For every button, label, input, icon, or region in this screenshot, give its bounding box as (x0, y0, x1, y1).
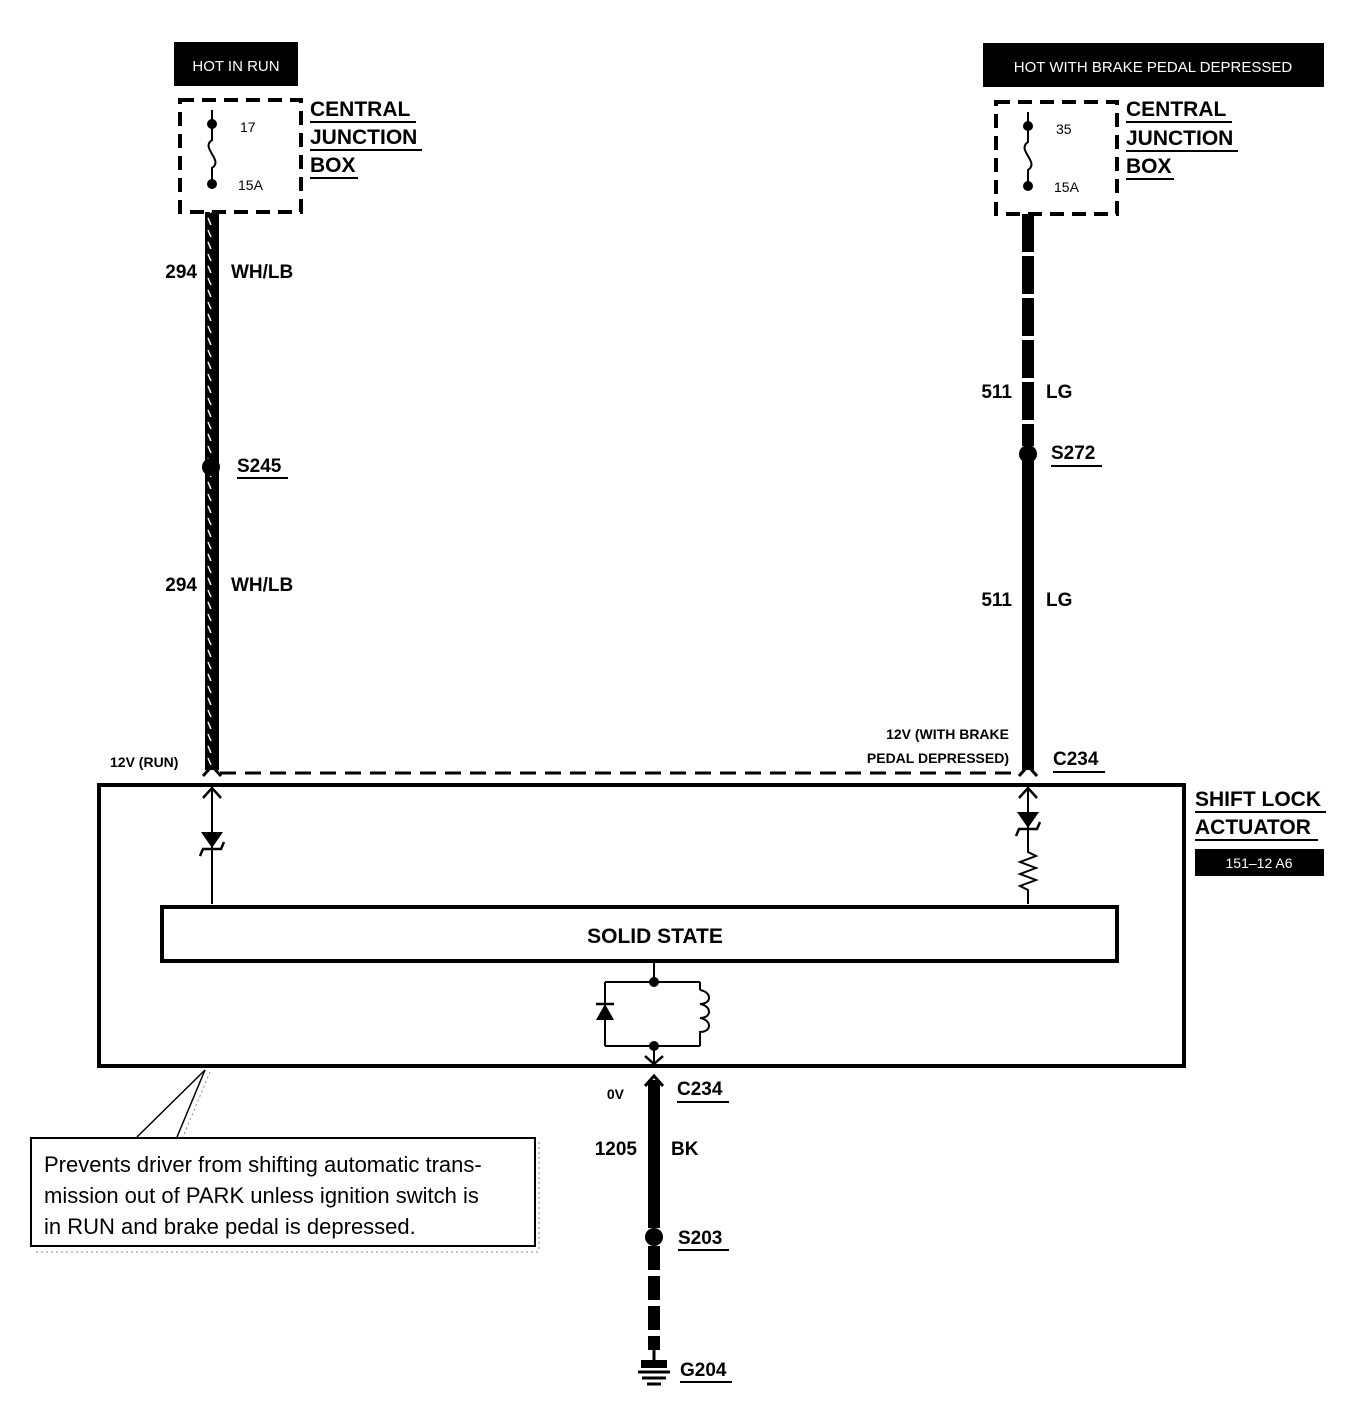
svg-text:BOX: BOX (1126, 155, 1172, 178)
note-text: Prevents driver from shifting automatic … (44, 1152, 482, 1239)
svg-text:294: 294 (165, 575, 197, 596)
svg-text:12V (WITH BRAKE: 12V (WITH BRAKE (886, 726, 1009, 742)
svg-text:0V: 0V (607, 1086, 625, 1102)
svg-text:JUNCTION: JUNCTION (1126, 127, 1233, 150)
left-power-tag: HOT IN RUN (174, 42, 298, 86)
svg-text:WH/LB: WH/LB (231, 575, 293, 596)
right-wire (1017, 214, 1039, 778)
svg-text:S272: S272 (1051, 443, 1095, 464)
svg-text:1205: 1205 (595, 1139, 638, 1160)
left-zener-diode-icon (198, 786, 226, 904)
actuator-ref-tag: 151–12 A6 (1195, 849, 1324, 876)
diode-icon (596, 1004, 614, 1020)
left-wire (201, 212, 223, 778)
svg-text:CENTRAL: CENTRAL (1126, 98, 1226, 121)
svg-text:15A: 15A (1054, 179, 1080, 195)
right-zener-diode-icon (1014, 786, 1042, 846)
left-fuse-box: 17 15A (178, 98, 303, 214)
svg-text:35: 35 (1056, 121, 1072, 137)
splice-dot (645, 1228, 663, 1246)
resistor-icon (1017, 846, 1039, 904)
svg-text:G204: G204 (680, 1360, 727, 1381)
svg-text:CENTRAL: CENTRAL (310, 98, 410, 121)
svg-text:HOT WITH BRAKE PEDAL DEPRESSED: HOT WITH BRAKE PEDAL DEPRESSED (1014, 59, 1293, 76)
description-note: Prevents driver from shifting automatic … (30, 1137, 536, 1247)
svg-text:SHIFT LOCK: SHIFT LOCK (1195, 788, 1321, 811)
svg-text:C234: C234 (677, 1079, 723, 1100)
fuse-icon (207, 124, 217, 184)
diode-coil-network (596, 961, 710, 1066)
svg-text:511: 511 (981, 590, 1012, 611)
right-power-tag: HOT WITH BRAKE PEDAL DEPRESSED (983, 43, 1324, 87)
svg-text:LG: LG (1046, 590, 1072, 611)
left-junction-box-label: CENTRAL JUNCTION BOX (310, 98, 422, 179)
svg-text:S245: S245 (237, 456, 282, 477)
actuator-box (97, 783, 1186, 1068)
svg-text:WH/LB: WH/LB (231, 262, 293, 283)
ground-wire (643, 1073, 665, 1362)
right-fuse-box: 35 15A (994, 100, 1119, 216)
connector-pin-icon (1017, 763, 1039, 778)
svg-text:ACTUATOR: ACTUATOR (1195, 816, 1311, 839)
splice-dot (202, 458, 220, 476)
svg-text:PEDAL DEPRESSED): PEDAL DEPRESSED) (867, 750, 1009, 766)
svg-text:S203: S203 (678, 1228, 722, 1249)
svg-text:15A: 15A (238, 177, 264, 193)
svg-text:12V (RUN): 12V (RUN) (110, 754, 178, 770)
svg-text:JUNCTION: JUNCTION (310, 126, 417, 149)
svg-text:17: 17 (240, 119, 256, 135)
svg-text:151–12 A6: 151–12 A6 (1226, 855, 1293, 871)
ground-symbol-icon (638, 1360, 670, 1386)
actuator-label: SHIFT LOCK ACTUATOR (1195, 788, 1326, 841)
solid-state-label: SOLID STATE (587, 925, 723, 948)
svg-text:BOX: BOX (310, 154, 356, 177)
svg-text:511: 511 (981, 382, 1012, 403)
svg-text:LG: LG (1046, 382, 1072, 403)
connector-pin-icon (201, 763, 223, 778)
svg-text:294: 294 (165, 262, 197, 283)
note-callout-pointer (36, 1069, 540, 1253)
fuse-icon (1023, 126, 1033, 186)
right-junction-box-label: CENTRAL JUNCTION BOX (1126, 98, 1238, 180)
svg-text:C234: C234 (1053, 749, 1099, 770)
solid-state-module (160, 905, 1119, 963)
splice-dot (1019, 445, 1037, 463)
svg-text:BK: BK (671, 1139, 699, 1160)
svg-text:HOT IN RUN: HOT IN RUN (192, 58, 279, 75)
coil-icon (699, 989, 710, 1046)
